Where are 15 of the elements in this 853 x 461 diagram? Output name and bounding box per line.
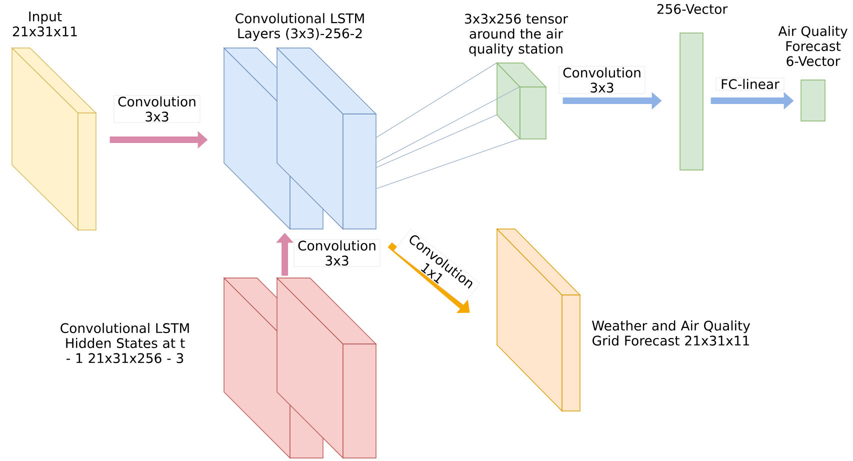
node-label: Convolutional LSTM Layers (3x3)-256-2 [236, 13, 364, 41]
projection-line [375, 114, 498, 168]
projection-line [375, 86, 520, 164]
edge-label: Convolution 3x3 [114, 95, 200, 123]
edge-label: Convolution 3x3 [558, 66, 646, 94]
edge-label: FC-linear [716, 78, 784, 90]
node-label: Weather and Air Quality Grid Forecast 21x31x11 [592, 320, 750, 346]
projection-line [375, 62, 498, 138]
node-label: 256-Vector [657, 4, 728, 14]
node-label: Convolutional LSTM Hidden States at t - 1 21x31x256 - 3 [60, 322, 189, 364]
edge-label: Convolution 3x3 [294, 239, 380, 267]
node-label: Air Quality Forecast 6-Vector [778, 26, 848, 66]
node-label: 3x3x256 tensor around the air quality station [464, 14, 568, 56]
projection-line [375, 138, 520, 190]
node-label: Input 21x31x11 [12, 12, 77, 36]
